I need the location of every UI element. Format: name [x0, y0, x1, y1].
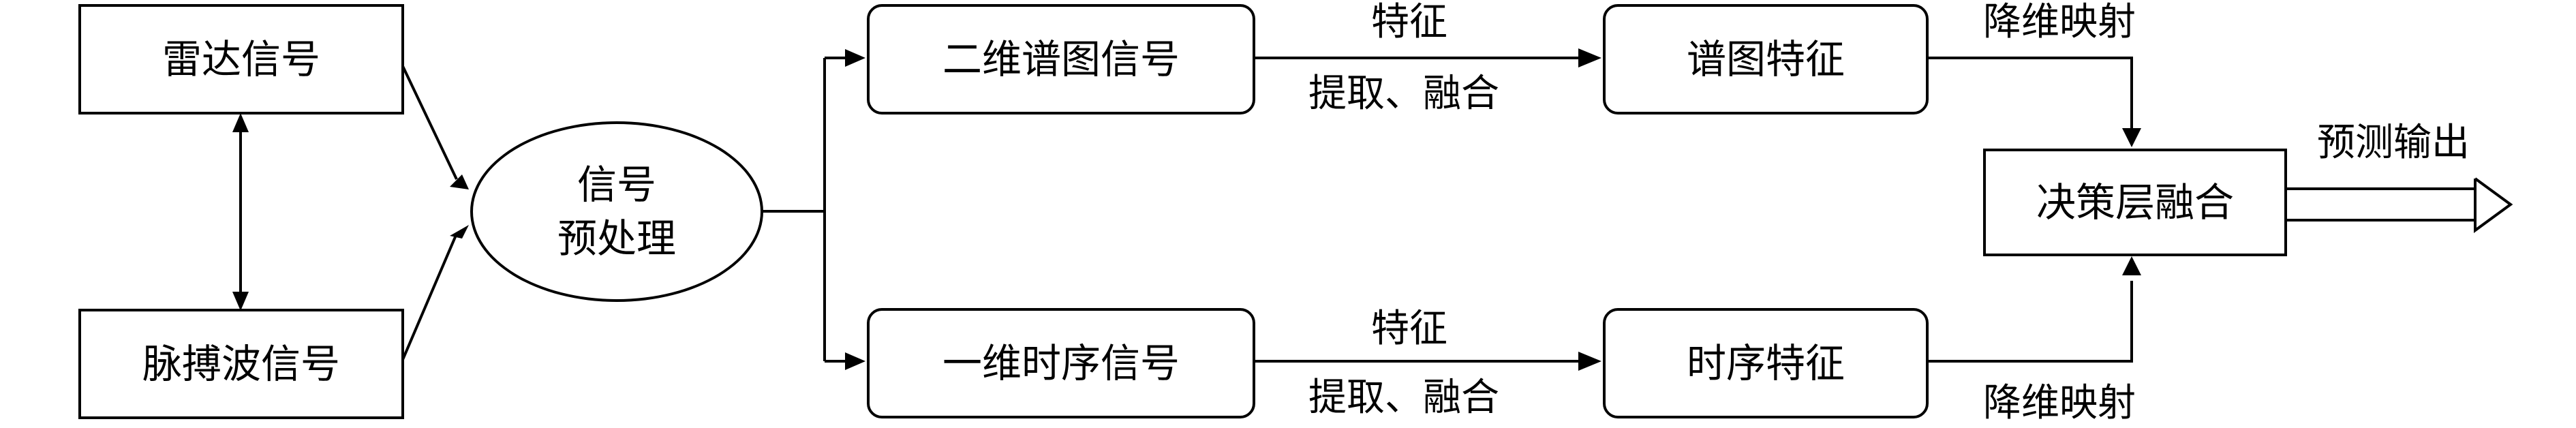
preprocess-label-line2: 预处理: [557, 215, 676, 262]
pulse-to-preprocess-line: [401, 233, 458, 362]
arrowhead-timeseries-in: [845, 352, 865, 370]
pulse-signal-label: 脉搏波信号: [142, 341, 340, 387]
decision-fusion-label: 决策层融合: [2036, 179, 2234, 226]
arrowhead-decision-bottom: [2122, 256, 2141, 275]
timeseries-signal-label: 一维时序信号: [942, 340, 1180, 386]
timeseries-signal-node: 一维时序信号: [867, 308, 1255, 418]
preprocess-node: 信号 预处理: [470, 121, 763, 302]
output-label: 预测输出: [2317, 121, 2470, 165]
arrowhead-down: [232, 292, 249, 311]
arrowhead-radar-in: [450, 174, 469, 189]
arrowhead-decision-top: [2122, 128, 2141, 147]
radar-signal-node: 雷达信号: [78, 4, 404, 114]
radar-signal-label: 雷达信号: [162, 36, 320, 82]
arrowhead-spectrum-in: [845, 49, 865, 67]
arrowhead-spectrum-feature-in: [1578, 48, 1601, 67]
timeseries-feature-label: 时序特征: [1686, 340, 1845, 386]
spectrum-feature-node: 谱图特征: [1603, 4, 1929, 114]
top-feature-label: 特征: [1371, 0, 1447, 44]
top-extract-label: 提取、融合: [1308, 72, 1499, 116]
output-arrow-head: [2474, 177, 2513, 233]
arrowhead-up: [232, 113, 249, 132]
radar-to-preprocess-line: [401, 64, 458, 180]
top-mapping-line: [1926, 57, 2133, 132]
top-mapping-label: 降维映射: [1983, 0, 2136, 44]
decision-fusion-node: 决策层融合: [1983, 149, 2287, 256]
timeseries-feature-node: 时序特征: [1603, 308, 1929, 418]
pulse-signal-node: 脉搏波信号: [78, 309, 404, 419]
preprocess-label-line1: 信号: [577, 162, 656, 209]
bottom-feature-label: 特征: [1371, 307, 1447, 351]
spectrum-signal-node: 二维谱图信号: [867, 4, 1255, 114]
arrowhead-timeseries-feature-in: [1578, 352, 1601, 371]
spectrum-feature-label: 谱图特征: [1686, 36, 1845, 82]
spectrum-signal-label: 二维谱图信号: [942, 36, 1180, 82]
bottom-extract-label: 提取、融合: [1308, 376, 1499, 420]
bottom-mapping-line: [1926, 281, 2133, 363]
arrowhead-pulse-in: [450, 225, 469, 239]
bottom-mapping-label: 降维映射: [1983, 381, 2136, 425]
